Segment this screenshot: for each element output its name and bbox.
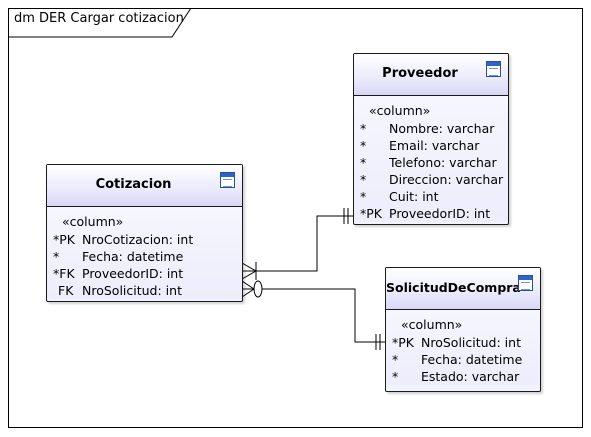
column-row: * Cuit: int <box>354 188 508 205</box>
entity-header: Cotizacion <box>47 165 242 207</box>
frame-label-tab <box>8 8 192 38</box>
column-flag: * <box>360 138 367 153</box>
column-row: * Email: varchar <box>354 137 508 154</box>
entity-name: SolicitudDeCompra <box>386 280 521 295</box>
entity-solicitud-de-compra[interactable]: SolicitudDeCompra «column» *PK NroSolici… <box>385 267 541 392</box>
table-icon <box>220 172 235 188</box>
crowfoot-marker <box>241 280 255 290</box>
column-row: * Fecha: datetime <box>47 248 242 265</box>
column-definition: ProveedorID: int <box>82 266 184 281</box>
column-flag: *PK <box>392 335 414 350</box>
optional-marker <box>253 280 263 298</box>
column-definition: NroCotizacion: int <box>82 232 194 247</box>
column-definition: ProveedorID: int <box>389 206 491 221</box>
entity-header: SolicitudDeCompra <box>386 268 540 310</box>
column-flag: *FK <box>53 266 75 281</box>
relationship-solicitud-cotizacion <box>242 288 385 343</box>
column-flag: * <box>53 249 60 264</box>
column-definition: NroSolicitud: int <box>421 335 521 350</box>
crowfoot-marker <box>241 270 257 280</box>
table-icon <box>486 61 501 77</box>
column-row: * Fecha: datetime <box>386 351 540 368</box>
column-definition: Fecha: datetime <box>421 352 523 367</box>
entity-columns: «column» *PK NroSolicitud: int * Fecha: … <box>386 310 540 385</box>
entity-columns: «column» *PK NroCotizacion: int * Fecha:… <box>47 207 242 299</box>
column-row: *FK ProveedorID: int <box>47 265 242 282</box>
column-flag: * <box>360 189 367 204</box>
column-definition: Nombre: varchar <box>389 121 495 136</box>
column-flag: FK <box>58 283 74 298</box>
diagram-frame <box>8 8 583 428</box>
column-flag: * <box>360 121 367 136</box>
entity-columns: «column» * Nombre: varchar * Email: varc… <box>354 96 508 222</box>
column-flag: * <box>360 172 367 187</box>
column-row: *PK ProveedorID: int <box>354 205 508 222</box>
column-flag: * <box>392 352 399 367</box>
entity-name: Cotizacion <box>95 177 172 192</box>
relationship-proveedor-cotizacion <box>242 215 353 272</box>
crowfoot-marker <box>241 262 257 272</box>
diagram-title: dm DER Cargar cotizacion <box>14 11 184 26</box>
column-definition: NroSolicitud: int <box>82 283 182 298</box>
column-definition: Cuit: int <box>389 189 439 204</box>
column-row: * Estado: varchar <box>386 368 540 385</box>
column-flag: * <box>360 155 367 170</box>
column-row: *PK NroSolicitud: int <box>386 334 540 351</box>
column-definition: Estado: varchar <box>421 369 520 384</box>
column-flag: * <box>392 369 399 384</box>
stereotype-label: «column» <box>62 214 124 229</box>
entity-proveedor[interactable]: Proveedor «column» * Nombre: varchar * E… <box>353 53 509 225</box>
table-icon <box>518 275 533 291</box>
column-definition: Telefono: varchar <box>389 155 497 170</box>
stereotype-label: «column» <box>369 103 431 118</box>
column-flag: *PK <box>53 232 75 247</box>
column-row: * Nombre: varchar <box>354 120 508 137</box>
column-row: *PK NroCotizacion: int <box>47 231 242 248</box>
column-definition: Fecha: datetime <box>82 249 184 264</box>
column-definition: Direccion: varchar <box>389 172 504 187</box>
entity-name: Proveedor <box>382 66 458 81</box>
column-row: FK NroSolicitud: int <box>47 282 242 299</box>
stereotype-label: «column» <box>401 317 463 332</box>
entity-header: Proveedor <box>354 54 508 96</box>
column-flag: *PK <box>360 206 382 221</box>
column-definition: Email: varchar <box>389 138 480 153</box>
column-row: * Direccion: varchar <box>354 171 508 188</box>
entity-cotizacion[interactable]: Cotizacion «column» *PK NroCotizacion: i… <box>46 164 243 302</box>
column-row: * Telefono: varchar <box>354 154 508 171</box>
crowfoot-marker <box>241 288 255 298</box>
